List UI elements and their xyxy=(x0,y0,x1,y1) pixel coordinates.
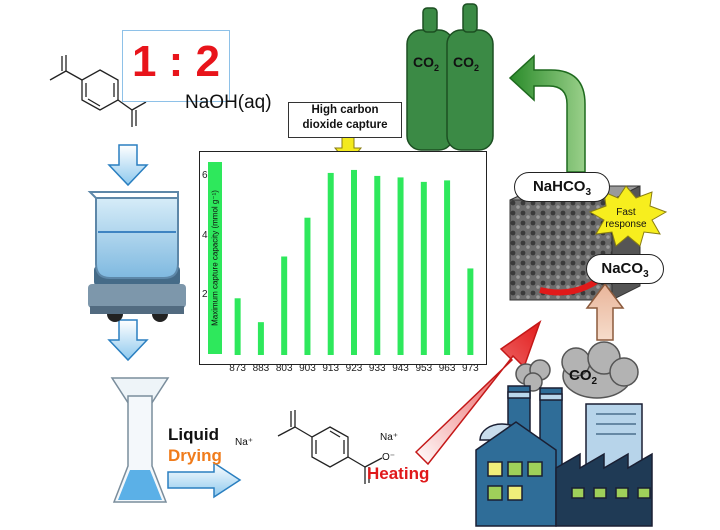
burst-line-1: Fast xyxy=(616,207,636,218)
sodium-ion-left: Na⁺ xyxy=(235,437,254,448)
down-arrow-2 xyxy=(107,319,149,362)
sodium-ion-right: Na⁺ xyxy=(380,432,399,443)
y-tick-label: 4 xyxy=(202,229,208,241)
ratio-text: 1 : 2 xyxy=(131,37,221,86)
down-arrow-1 xyxy=(107,144,149,187)
x-tick-label: 803 xyxy=(275,363,293,374)
oxide-label: O⁻ xyxy=(382,452,396,463)
fast-response-text: Fast response xyxy=(594,207,658,231)
carbonate-pill: NaCO3 xyxy=(586,254,664,284)
capture-capacity-chart xyxy=(199,151,487,365)
x-tick-label: 943 xyxy=(392,363,409,374)
factory-icon xyxy=(475,385,653,527)
drying-arrow xyxy=(167,461,242,499)
burst-line-2: response xyxy=(605,219,647,230)
x-tick-label: 883 xyxy=(252,363,270,374)
co2-cylinder-1 xyxy=(406,7,454,151)
y-tick-label: 6 xyxy=(202,169,208,181)
y-tick-label: 2 xyxy=(202,289,208,301)
x-tick-label: 903 xyxy=(299,363,316,374)
x-tick-label: 973 xyxy=(462,363,479,374)
fast-response-burst xyxy=(588,185,668,247)
co2-cylinder-2 xyxy=(446,3,494,151)
callout-line-2: dioxide capture xyxy=(302,119,388,131)
capture-callout: High carbon dioxide capture xyxy=(288,102,402,138)
liquid-label: Liquid xyxy=(168,425,219,444)
terephthalic-acid-molecule xyxy=(49,55,147,127)
filtration-flask xyxy=(110,377,170,503)
release-arrow xyxy=(508,54,586,173)
x-tick-label: 873 xyxy=(229,363,246,374)
cloud-label: CO2 xyxy=(569,367,598,387)
beaker-on-stirrer xyxy=(87,191,186,322)
cylinder-label-1: CO2 xyxy=(413,54,440,73)
bicarbonate-pill: NaHCO3 xyxy=(514,172,610,202)
callout-line-1: High carbon xyxy=(311,104,379,116)
x-tick-label: 963 xyxy=(438,363,456,374)
co2-cloud xyxy=(561,341,639,399)
ylabel-highlight xyxy=(208,162,222,354)
y-axis-label: Maximum capture capacity (mmol g⁻¹) xyxy=(210,190,220,326)
cylinder-label-2: CO2 xyxy=(453,54,480,73)
co2-intake-arrow xyxy=(585,282,625,341)
small-cloud xyxy=(515,359,551,392)
heating-arrow xyxy=(414,320,542,466)
x-tick-label: 913 xyxy=(322,363,340,374)
x-tick-label: 933 xyxy=(368,363,386,374)
disodium-terephthalate-molecule xyxy=(277,410,383,484)
reagent-label: NaOH(aq) xyxy=(185,92,272,113)
heating-label: Heating xyxy=(367,464,430,483)
drying-label: Drying xyxy=(168,446,222,465)
ratio-box: 1 : 2 xyxy=(122,30,230,102)
x-tick-label: 953 xyxy=(415,363,433,374)
x-tick-label: 923 xyxy=(345,363,363,374)
